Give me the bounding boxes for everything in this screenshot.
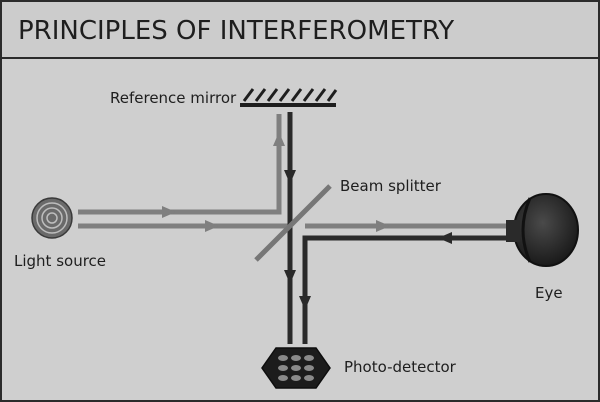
reference-mirror-icon	[240, 88, 338, 107]
light-source-label: Light source	[14, 252, 107, 270]
arrow-right-icon	[205, 220, 219, 232]
arrow-right-icon	[376, 220, 390, 232]
arrow-left-icon	[438, 232, 452, 244]
title-bar: PRINCIPLES OF INTERFEROMETRY	[2, 2, 598, 59]
photo-detector-icon	[261, 347, 331, 389]
beam-splitter-icon	[254, 184, 332, 262]
photo-detector-label: Photo-detector	[344, 358, 456, 376]
arrow-down-icon	[299, 296, 311, 310]
light-beam-paths	[78, 114, 506, 229]
beam-arrows	[162, 132, 452, 310]
beam-splitter-label: Beam splitter	[340, 177, 441, 195]
light-source-icon	[31, 197, 73, 239]
eye-label: Eye	[535, 284, 563, 302]
arrow-down-icon	[284, 270, 296, 284]
page-title: PRINCIPLES OF INTERFEROMETRY	[18, 16, 455, 46]
arrow-up-icon	[273, 132, 285, 146]
arrow-down-icon	[284, 170, 296, 184]
eye-icon	[506, 193, 579, 267]
reference-mirror-label: Reference mirror	[110, 89, 237, 107]
arrow-right-icon	[162, 206, 176, 218]
